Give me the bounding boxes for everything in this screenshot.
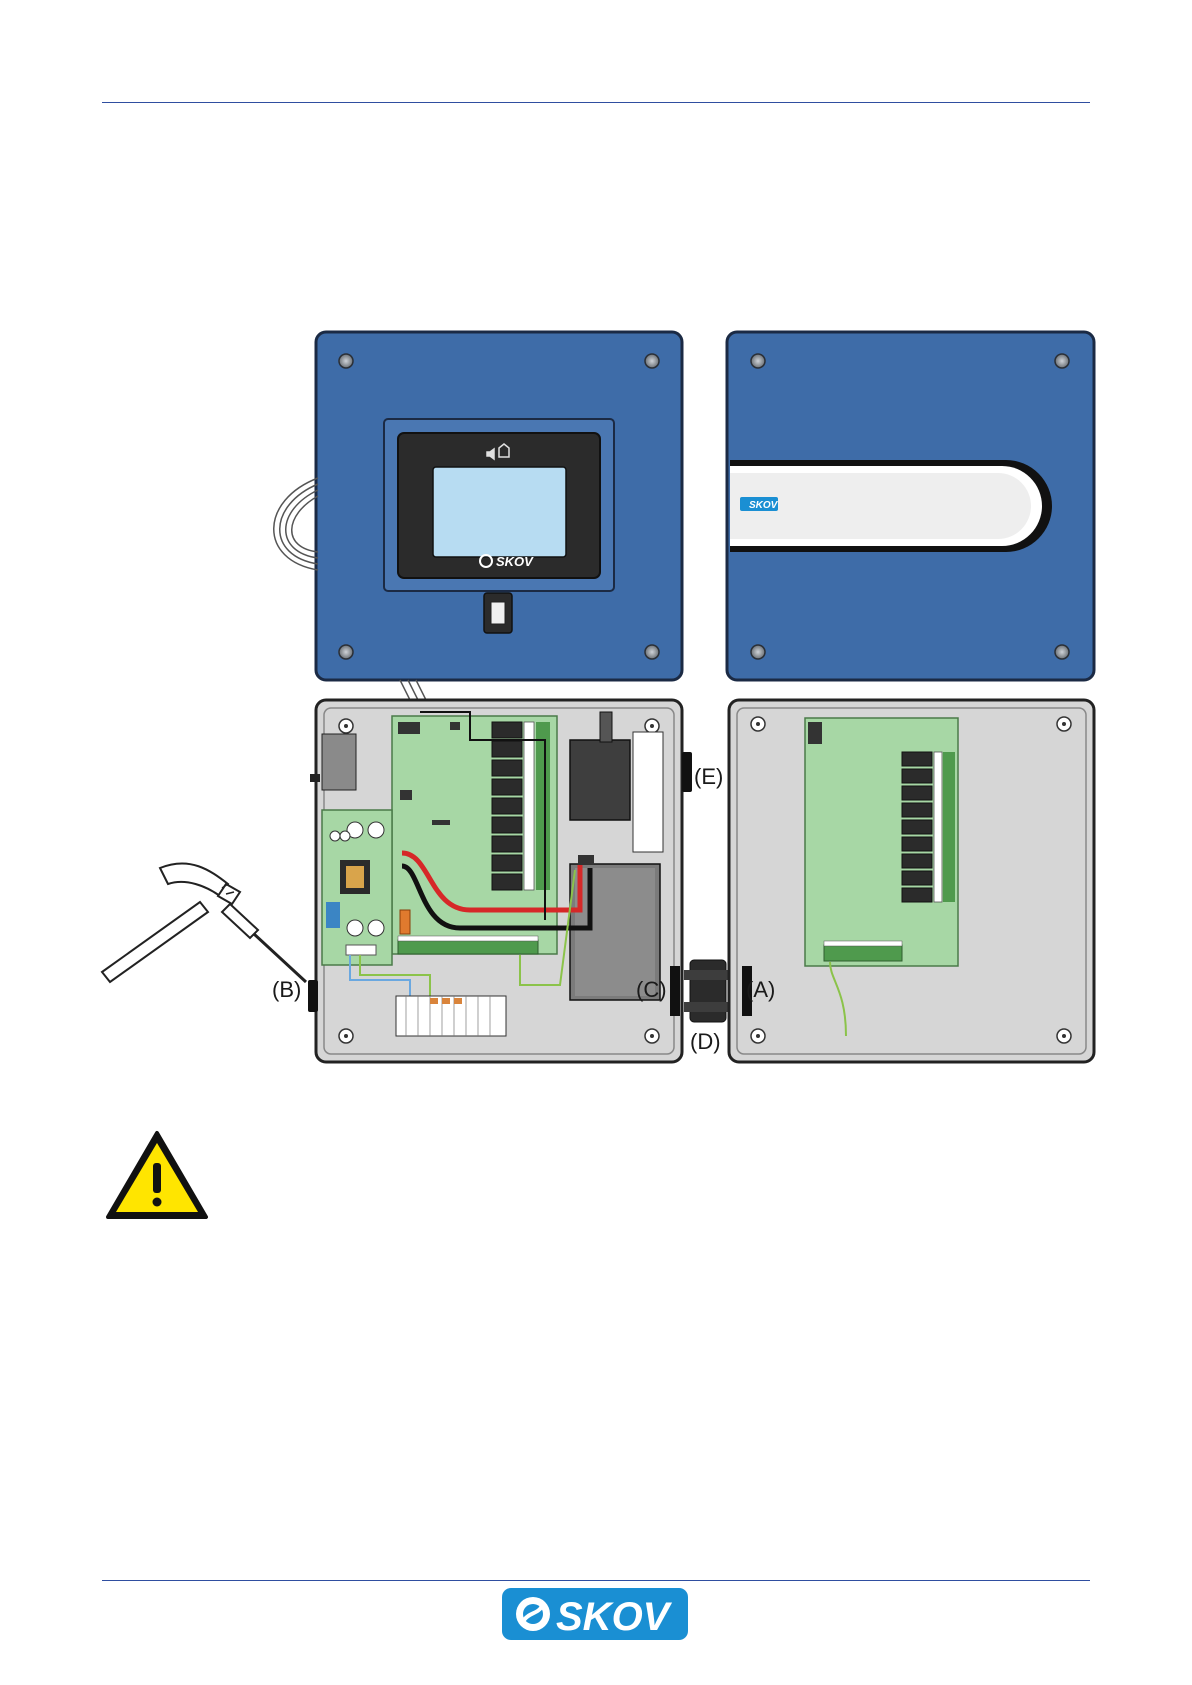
extension-front-lid: SKOV <box>727 332 1094 680</box>
screwdriver-icon <box>222 904 306 982</box>
knockout-e <box>682 752 692 792</box>
controller-front-lid: SKOV <box>316 332 682 680</box>
hammer-icon <box>102 863 240 982</box>
controller-open-cabinet <box>308 700 692 1062</box>
footer-skov-logo: SKOV <box>502 1588 688 1640</box>
warning-triangle-icon <box>108 1133 206 1217</box>
knockout-b <box>308 980 318 1012</box>
cable-gland-d <box>684 960 732 1022</box>
callout-c: (C) <box>636 977 667 1002</box>
power-switch <box>484 593 512 633</box>
skov-swirl-icon <box>516 1597 550 1631</box>
front-label-brand-text: SKOV <box>749 500 779 511</box>
callout-b: (B) <box>272 977 301 1002</box>
front-label-skov-logo: SKOV <box>740 497 779 511</box>
callout-e: (E) <box>694 764 723 789</box>
callout-d: (D) <box>690 1029 721 1054</box>
callout-a: (A) <box>746 977 775 1002</box>
footer-logo-text: SKOV <box>556 1595 673 1639</box>
display-brand-text: SKOV <box>496 554 534 569</box>
extension-open-cabinet <box>729 700 1094 1062</box>
footer-rule <box>102 1580 1090 1581</box>
